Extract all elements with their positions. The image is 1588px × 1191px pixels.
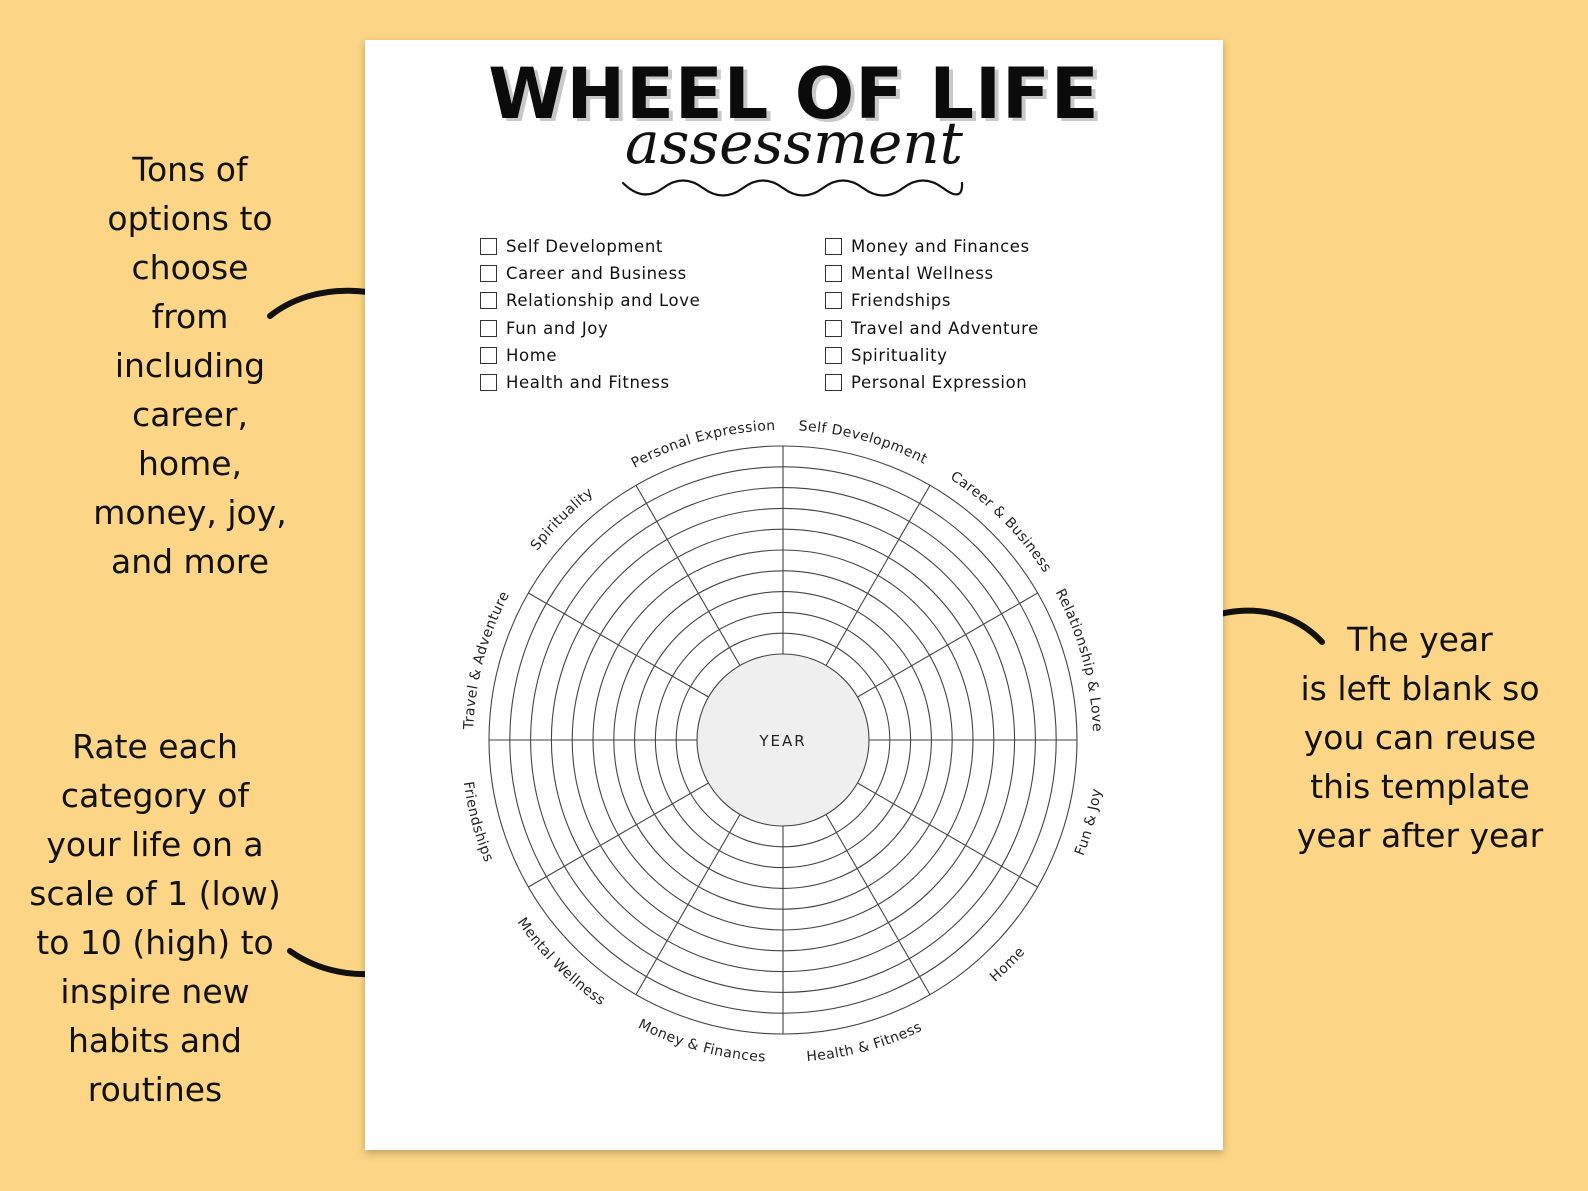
segment-label: Career & Business: [947, 468, 1054, 575]
checkbox[interactable]: [480, 374, 497, 392]
annotation-line: choose: [131, 248, 249, 287]
checklist-label: Health and Fitness: [506, 373, 670, 393]
checklist-label: Friendships: [851, 291, 952, 311]
annotation-rating: Rate each category of your life on a sca…: [10, 722, 300, 1114]
segment-label: Personal Expression: [629, 418, 776, 471]
annotation-line: to 10 (high) to: [36, 923, 274, 962]
checkbox[interactable]: [480, 346, 497, 364]
page-subtitle: assessment: [625, 109, 963, 177]
annotation-line: money, joy,: [93, 493, 287, 532]
annotation-line: Tons of: [132, 150, 248, 189]
checkbox[interactable]: [480, 292, 497, 310]
segment-label: Spirituality: [528, 485, 597, 554]
annotation-line: scale of 1 (low): [29, 874, 281, 913]
annotation-line: year after year: [1296, 816, 1544, 855]
annotation-line: options to: [107, 199, 273, 238]
segment-label: Home: [987, 944, 1028, 985]
annotation-line: inspire new: [60, 972, 250, 1011]
checklist-item[interactable]: Health and Fitness: [480, 369, 700, 396]
checklist-item[interactable]: Mental Wellness: [825, 260, 1039, 287]
checklist-item[interactable]: Career and Business: [480, 260, 700, 287]
checklist-item[interactable]: Self Development: [480, 233, 700, 260]
segment-label: Friendships: [460, 781, 497, 865]
checklist-label: Spirituality: [851, 345, 948, 365]
annotation-line: and more: [110, 542, 270, 581]
wave-divider: [621, 179, 964, 197]
segment-divider: [825, 814, 931, 995]
annotation-line: habits and: [68, 1021, 242, 1060]
annotation-line: is left blank so: [1300, 669, 1540, 708]
segment-divider: [857, 782, 1038, 888]
annotation-line: including: [114, 346, 266, 385]
page-title: WHEEL OF LIFE: [488, 53, 1100, 135]
checkbox[interactable]: [825, 238, 842, 256]
checklist-item[interactable]: Home: [480, 342, 700, 369]
checklist-item[interactable]: Friendships: [825, 287, 1039, 314]
checklist-item[interactable]: Relationship and Love: [480, 287, 700, 314]
year-label: YEAR: [758, 732, 806, 750]
worksheet-page: WHEEL OF LIFE assessment Self Developmen…: [365, 40, 1223, 1150]
annotation-line: Rate each: [72, 727, 238, 766]
segment-divider: [635, 485, 741, 666]
checklist-label: Mental Wellness: [851, 264, 994, 284]
checklist-item[interactable]: Fun and Joy: [480, 315, 700, 342]
annotation-line: routines: [87, 1070, 223, 1109]
checkbox[interactable]: [480, 319, 497, 337]
checklist-label: Relationship and Love: [506, 291, 701, 311]
checkbox[interactable]: [825, 346, 842, 364]
checkbox[interactable]: [825, 374, 842, 392]
checklist-label: Personal Expression: [851, 373, 1028, 393]
annotation-line: from: [151, 297, 229, 336]
checklist-right: Money and Finances Mental Wellness Frien…: [825, 233, 1039, 396]
annotation-line: career,: [132, 395, 248, 434]
segment-label: Relationship & Love: [1052, 586, 1105, 732]
checklist-label: Home: [506, 345, 558, 365]
checklist-label: Fun and Joy: [506, 318, 609, 338]
segment-divider: [825, 485, 931, 666]
segment-label: Fun & Joy: [1072, 787, 1105, 857]
segment-divider: [528, 592, 709, 698]
annotation-options: Tons of options to choose from including…: [70, 145, 310, 586]
year-center: [696, 653, 870, 827]
checklist-item[interactable]: Travel and Adventure: [825, 315, 1039, 342]
checkbox[interactable]: [825, 265, 842, 283]
checklist-label: Self Development: [506, 237, 663, 257]
checklist-label: Travel and Adventure: [851, 318, 1039, 338]
annotation-line: your life on a: [46, 825, 264, 864]
checklist-item[interactable]: Personal Expression: [825, 369, 1039, 396]
checkbox[interactable]: [825, 292, 842, 310]
segment-label: Health & Fitness: [806, 1019, 925, 1065]
annotation-line: The year: [1347, 620, 1493, 659]
checkbox[interactable]: [480, 265, 497, 283]
segment-label: Money & Finances: [636, 1016, 767, 1065]
checklist-item[interactable]: Money and Finances: [825, 233, 1039, 260]
checklist-left: Self Development Career and Business Rel…: [480, 233, 700, 396]
segment-label: Mental Wellness: [514, 915, 608, 1009]
segment-label: Travel & Adventure: [461, 589, 513, 731]
checkbox[interactable]: [480, 238, 497, 256]
checklist-item[interactable]: Spirituality: [825, 342, 1039, 369]
checklist-label: Money and Finances: [851, 237, 1030, 257]
annotation-line: this template: [1310, 767, 1530, 806]
segment-divider: [528, 782, 709, 888]
annotation-year: The year is left blank so you can reuse …: [1275, 615, 1565, 860]
checkbox[interactable]: [825, 319, 842, 337]
annotation-line: category of: [60, 776, 250, 815]
segment-label: Self Development: [798, 418, 930, 467]
annotation-line: you can reuse: [1303, 718, 1537, 757]
segment-divider: [857, 592, 1038, 698]
annotation-line: home,: [137, 444, 243, 483]
checklist-label: Career and Business: [506, 264, 687, 284]
segment-divider: [635, 814, 741, 995]
